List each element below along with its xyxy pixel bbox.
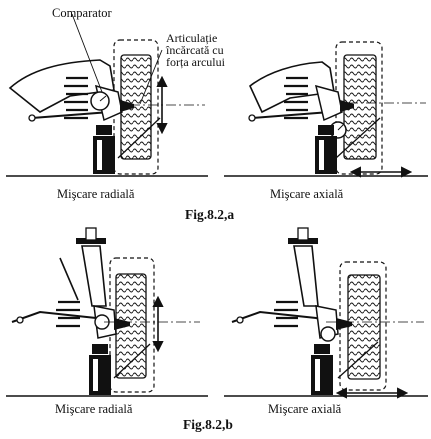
strut [81, 245, 107, 307]
figure-label-b: Fig.8.2,b [183, 417, 233, 432]
panel-a-radial [6, 13, 208, 177]
caption-a-axial: Mişcare axială [270, 187, 344, 201]
jack-stand [93, 136, 115, 174]
tyre-tread [347, 274, 381, 380]
joint-label-line2: încărcată cu [166, 43, 224, 57]
joint-label-line1: Articulație [166, 31, 218, 45]
dial-gauge [320, 326, 336, 342]
jack-stand [311, 355, 333, 395]
figure-label-a: Fig.8.2,a [185, 207, 235, 222]
coil-spring [284, 76, 308, 120]
panel-b-radial [6, 227, 208, 397]
comparator-label: Comparator [52, 6, 112, 20]
caption-b-radial: Mişcare radială [55, 402, 133, 416]
joint-label-line3: forța arcului [166, 55, 225, 69]
jack-stand [89, 355, 111, 395]
coil-spring [274, 300, 298, 328]
caption-b-axial: Mişcare axială [268, 402, 342, 416]
caption-a-radial: Mişcare radială [57, 187, 135, 201]
panel-b-axial [224, 227, 428, 399]
panel-a-axial [224, 41, 428, 178]
coil-spring [56, 300, 80, 328]
coil-spring [64, 76, 88, 120]
strut [293, 245, 319, 307]
jack-stand [315, 136, 337, 174]
